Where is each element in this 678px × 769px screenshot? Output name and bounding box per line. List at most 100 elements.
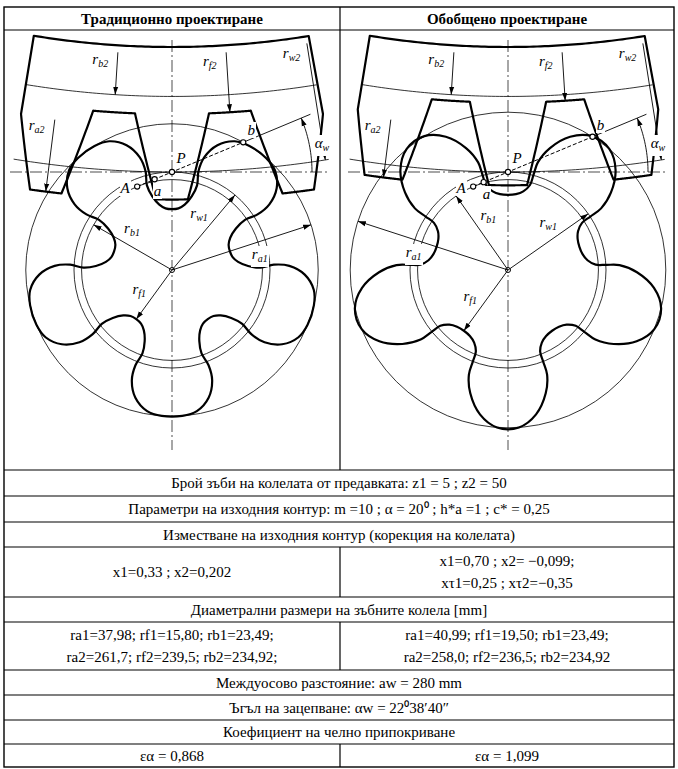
pinion-circle (82, 180, 263, 361)
label-text: A (121, 180, 130, 196)
dimension-label: rf2 (538, 53, 554, 74)
cell-text: x1=0,70 ; x2= −0,099; (440, 553, 575, 569)
cell-text: ra2=258,0; rf2=236,5; rb2=234,92 (404, 649, 611, 665)
dimension-label: A (120, 180, 131, 196)
table-cell: εα = 0,868 (4, 747, 340, 765)
label-text: a1 (258, 253, 268, 264)
row-rule (4, 743, 674, 744)
dimension-label: rb2 (427, 51, 445, 72)
centre-line (508, 40, 509, 450)
label-text: r (539, 214, 545, 230)
dimension-label: rb1 (123, 220, 141, 241)
column-rule (339, 622, 340, 670)
angle-arc (301, 118, 312, 172)
row-rule (4, 596, 674, 597)
label-text: a1 (412, 251, 422, 262)
angle-arc (637, 118, 648, 172)
dimension-label: ra2 (28, 117, 46, 138)
label-text: b1 (486, 214, 496, 225)
dimension-label: rw1 (538, 214, 558, 235)
label-text: r (428, 51, 434, 67)
contact-point (169, 169, 174, 174)
line-of-action (137, 142, 243, 186)
pinion-outline (29, 141, 314, 416)
table-cell: x1=0,33 ; x2=0,202 (4, 563, 340, 581)
table-cell: Обобщено проектиране (340, 10, 674, 28)
line-of-action (473, 137, 592, 187)
pinion-outline (355, 135, 661, 429)
label-text: r (283, 45, 289, 61)
label-text: r (203, 53, 209, 69)
table-cell: Брой зъби на колелата от предавката: z1 … (4, 474, 674, 492)
contact-point (590, 134, 595, 139)
label-text: α (651, 135, 659, 151)
label-text: a2 (371, 124, 381, 135)
contact-point (135, 184, 140, 189)
table-cell: Междуосово разстояние: aw = 280 mm (4, 674, 674, 692)
cell-text: ra1=37,98; rf1=15,80; rb1=23,49; (70, 627, 273, 643)
radius-arrow (451, 52, 454, 94)
label-text: f1 (469, 295, 477, 306)
label-text: r (463, 288, 469, 304)
table-cell: Традиционно проектиране (4, 10, 340, 28)
column-rule (339, 30, 340, 470)
label-text: P (176, 150, 185, 166)
label-text: r (92, 51, 98, 67)
dimension-label: rf1 (131, 281, 147, 302)
label-text: w (659, 142, 666, 153)
label-text: w2 (625, 52, 637, 63)
dimension-label: ra1 (251, 246, 269, 267)
label-text: f2 (209, 60, 217, 71)
dimension-label: αw (650, 135, 667, 156)
centre-line (172, 40, 173, 450)
dimension-label: ra2 (364, 117, 382, 138)
table-cell: ra1=40,99; rf1=19,50; rb1=23,49; (340, 626, 674, 644)
label-text: r (539, 53, 545, 69)
dimension-label: rw2 (282, 45, 302, 66)
label-text: a (154, 183, 162, 199)
label-text: b (247, 122, 255, 138)
contact-point (241, 140, 246, 145)
cell-text: x1=0,33 ; x2=0,202 (113, 564, 232, 580)
pinion-circle (418, 180, 599, 361)
contact-point (505, 169, 510, 174)
label-text: a (483, 186, 491, 202)
line-of-action (243, 114, 310, 142)
label-text: r (619, 45, 625, 61)
row-rule (4, 694, 674, 695)
radius-arrow (136, 270, 172, 319)
label-text: r (480, 207, 486, 223)
cell-text: xτ1=0,25 ; xτ2=−0,35 (441, 575, 573, 591)
column-rule (339, 744, 340, 767)
contact-point (481, 180, 486, 185)
cell-text: Коефициент на челно припокриване (223, 724, 455, 740)
column-rule (339, 547, 340, 597)
label-text: r (124, 220, 130, 236)
table-cell: Параметри на изходния контур: m =10 ; α … (4, 500, 674, 518)
table-grid (4, 7, 674, 767)
table-cell: x1=0,70 ; x2= −0,099; (340, 552, 674, 570)
dimension-label: αw (314, 135, 331, 156)
table-cell: Изместване на изходния контур (корекция … (4, 526, 674, 544)
radius-arrow (172, 225, 311, 270)
cell-text: Параметри на изходния контур: m =10 ; α … (128, 501, 549, 517)
dimension-label: b (246, 122, 256, 138)
pinion-circle (410, 172, 606, 368)
gear-wheel-outline (358, 36, 658, 186)
dimension-label: P (175, 150, 186, 166)
pinion-circle (26, 124, 318, 416)
dimension-label: b (596, 117, 606, 133)
radius-arrow (94, 225, 172, 270)
dimension-label: rw2 (618, 45, 638, 66)
row-rule (4, 29, 674, 30)
label-text: r (132, 281, 138, 297)
base-arc (26, 85, 317, 97)
cell-text: ra1=40,99; rf1=19,50; rb1=23,49; (405, 627, 608, 643)
radius-arrow (643, 43, 661, 160)
label-text: a2 (35, 124, 45, 135)
gear-pair (10, 36, 330, 450)
cell-text: εα = 0,868 (140, 748, 204, 764)
table-cell: Коефициент на челно припокриване (4, 723, 674, 741)
label-text: f2 (545, 60, 553, 71)
label-text: r (406, 244, 412, 260)
